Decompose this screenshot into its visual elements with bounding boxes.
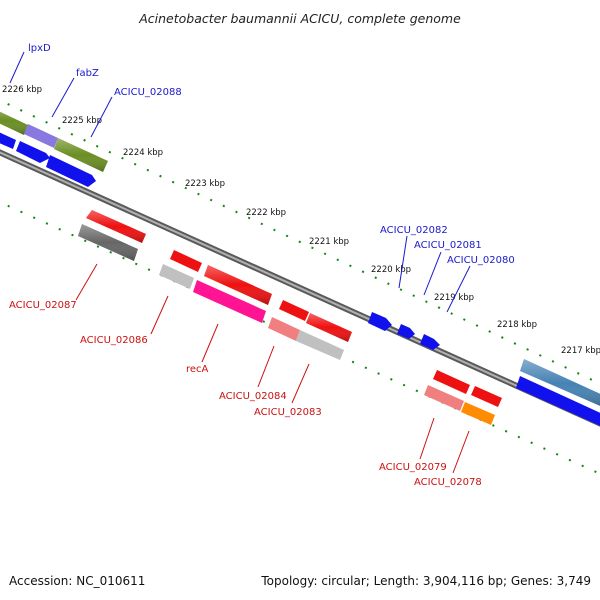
gene-label-ACICU_02084[interactable]: ACICU_02084 <box>219 391 287 402</box>
gene-blue-right[interactable] <box>516 376 600 428</box>
gene-label-lpxD[interactable]: lpxD <box>28 43 51 54</box>
topology-text: Topology: circular; Length: 3,904,116 bp… <box>260 574 591 588</box>
gene-ACICU_02082[interactable] <box>368 312 392 331</box>
gene-label-ACICU_02082[interactable]: ACICU_02082 <box>380 225 448 236</box>
gene-red-3[interactable] <box>204 265 272 305</box>
tick-label: 2221 kbp <box>309 237 349 247</box>
tick-label: 2217 kbp <box>561 346 600 356</box>
tick-label: 2218 kbp <box>497 320 537 330</box>
tick-label: 2224 kbp <box>123 148 163 158</box>
gene-ACICU_02079[interactable] <box>424 385 464 411</box>
gene-ACICU_02081[interactable] <box>397 324 415 339</box>
gene-label-ACICU_02080[interactable]: ACICU_02080 <box>447 255 515 266</box>
tick-label: 2226 kbp <box>2 85 42 95</box>
gene-red-6[interactable] <box>433 370 470 394</box>
gene-label-ACICU_02081[interactable]: ACICU_02081 <box>414 240 482 251</box>
gene-ACICU_02084[interactable] <box>268 317 300 341</box>
upper-tick-track <box>0 99 600 385</box>
gene-ACICU_02080[interactable] <box>420 334 440 350</box>
gene-ACICU_02087[interactable] <box>78 224 138 261</box>
gene-label-recA[interactable]: recA <box>186 364 209 375</box>
gene-blue-left-3[interactable] <box>46 155 96 187</box>
gene-red-5[interactable] <box>306 313 352 342</box>
gene-label-ACICU_02087[interactable]: ACICU_02087 <box>9 300 77 311</box>
tick-label: 2222 kbp <box>246 208 286 218</box>
upper-strand-genes <box>0 107 600 428</box>
gene-label-ACICU_02086[interactable]: ACICU_02086 <box>80 335 148 346</box>
gene-lpxD[interactable] <box>0 107 28 135</box>
gene-blue-left-1[interactable] <box>0 128 16 149</box>
gene-label-ACICU_02083[interactable]: ACICU_02083 <box>254 407 322 418</box>
gene-blue-left-2[interactable] <box>16 141 50 163</box>
map-title: Acinetobacter baumannii ACICU, complete … <box>138 11 461 26</box>
gene-fabZ[interactable] <box>24 124 58 148</box>
tick-label: 2225 kbp <box>62 116 102 126</box>
gene-label-ACICU_02079[interactable]: ACICU_02079 <box>379 462 447 473</box>
gene-ACICU_02088[interactable] <box>54 138 108 172</box>
gene-label-fabZ[interactable]: fabZ <box>76 68 99 79</box>
gene-red-4[interactable] <box>279 300 309 321</box>
gene-ACICU_02078[interactable] <box>461 402 495 425</box>
gene-steel-right[interactable] <box>520 359 600 408</box>
tick-label: 2220 kbp <box>371 265 411 275</box>
gene-label-ACICU_02078[interactable]: ACICU_02078 <box>414 477 482 488</box>
gene-ACICU_02083[interactable] <box>296 330 344 360</box>
gene-red-2[interactable] <box>170 250 202 272</box>
gene-labels: lpxD fabZ ACICU_02088 ACICU_02082 ACICU_… <box>9 43 515 488</box>
gene-ACICU_02086[interactable] <box>159 264 194 289</box>
accession-text: Accession: NC_010611 <box>9 574 145 588</box>
gene-red-1[interactable] <box>86 210 146 243</box>
label-leaders <box>9 51 471 474</box>
gene-label-ACICU_02088[interactable]: ACICU_02088 <box>114 87 182 98</box>
lower-strand-genes <box>78 210 502 425</box>
gene-red-7[interactable] <box>471 386 502 407</box>
gene-recA[interactable] <box>193 280 266 323</box>
tick-label: 2223 kbp <box>185 179 225 189</box>
